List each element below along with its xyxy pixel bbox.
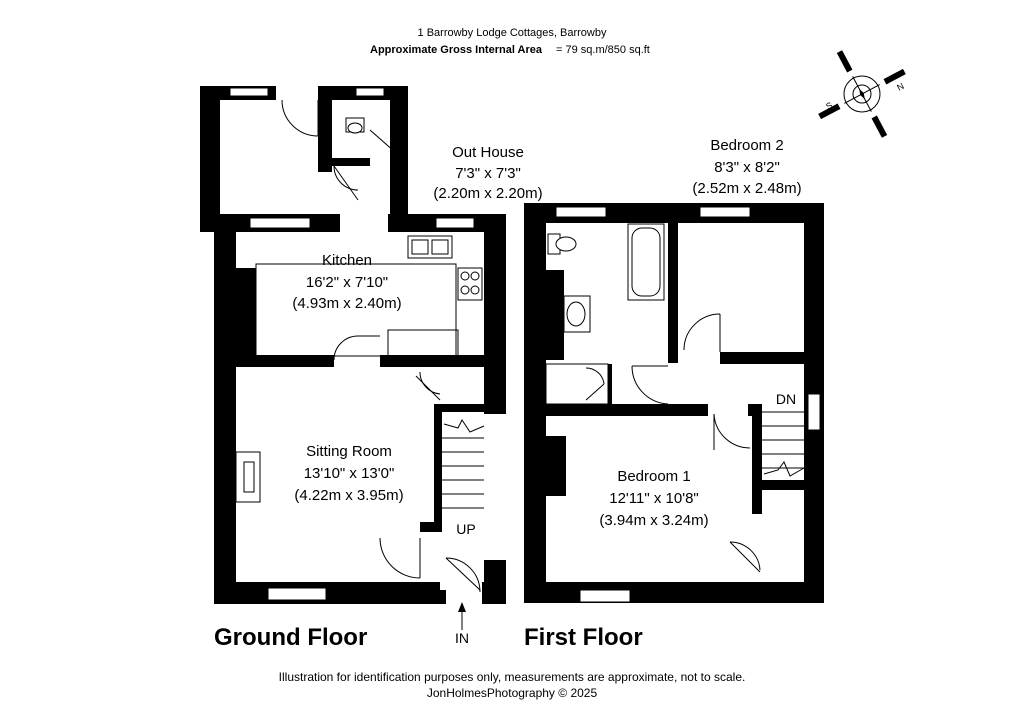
out-house-imperial: 7'3" x 7'3" (455, 165, 521, 182)
property-address: 1 Barrowby Lodge Cottages, Barrowby (418, 27, 607, 39)
first-stairs-down-label: DN (776, 391, 796, 407)
ground-floor-stairs (442, 419, 485, 509)
ground-floor-title: Ground Floor (214, 624, 367, 651)
area-label: Approximate Gross Internal Area (370, 44, 543, 56)
area-value: = 79 sq.m/850 sq.ft (556, 44, 650, 56)
compass-north-label: N (895, 81, 905, 93)
first-floor-title: First Floor (524, 624, 643, 651)
ground-floor-plan: Out House 7'3" x 7'3" (2.20m x 2.20m) Ki… (200, 86, 543, 651)
kitchen-metric: (4.93m x 2.40m) (292, 295, 401, 312)
sitting-room-metric: (4.22m x 3.95m) (294, 487, 403, 504)
out-house-metric: (2.20m x 2.20m) (433, 185, 542, 202)
entrance-label: IN (455, 630, 469, 646)
bedroom-2-metric: (2.52m x 2.48m) (692, 180, 801, 197)
bedroom-2-imperial: 8'3" x 8'2" (714, 159, 780, 176)
ground-stairs-up-label: UP (456, 521, 475, 537)
out-house-name: Out House (452, 144, 524, 161)
sitting-room-name: Sitting Room (306, 443, 392, 460)
disclaimer: Illustration for identification purposes… (279, 670, 746, 684)
compass-rose-icon: S N (818, 50, 906, 138)
first-floor-plan: Bedroom 2 8'3" x 8'2" (2.52m x 2.48m) Be… (524, 137, 824, 651)
sitting-room-imperial: 13'10" x 13'0" (304, 465, 395, 482)
kitchen-name: Kitchen (322, 252, 372, 269)
bedroom-1-name: Bedroom 1 (617, 468, 690, 485)
kitchen-imperial: 16'2" x 7'10" (306, 274, 388, 291)
bedroom-1-metric: (3.94m x 3.24m) (599, 512, 708, 529)
compass-south-label: S (824, 100, 834, 112)
first-floor-stairs (762, 411, 805, 477)
bedroom-1-imperial: 12'11" x 10'8" (609, 490, 699, 507)
bedroom-2-name: Bedroom 2 (710, 137, 783, 154)
photographer-credit: JonHolmesPhotography © 2025 (427, 686, 598, 700)
